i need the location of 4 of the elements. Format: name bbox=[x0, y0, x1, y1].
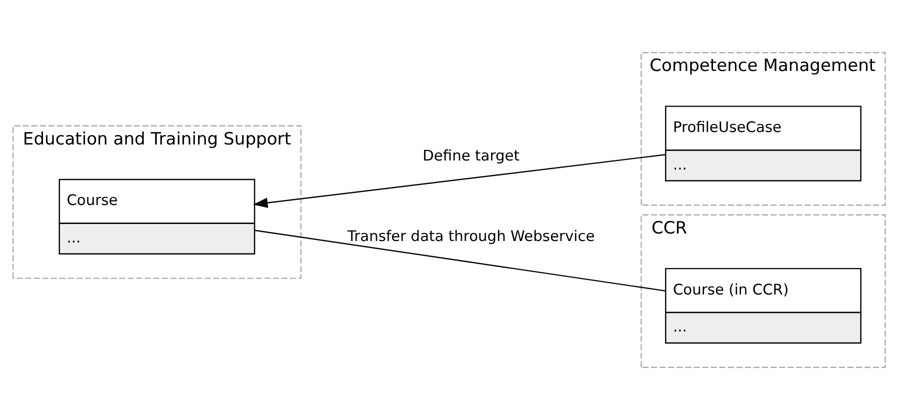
arrow bbox=[253, 154, 666, 208]
connector bbox=[254, 230, 666, 292]
edge-label: Transfer data through Webservice bbox=[347, 228, 595, 246]
edge-label: Define target bbox=[422, 148, 520, 165]
